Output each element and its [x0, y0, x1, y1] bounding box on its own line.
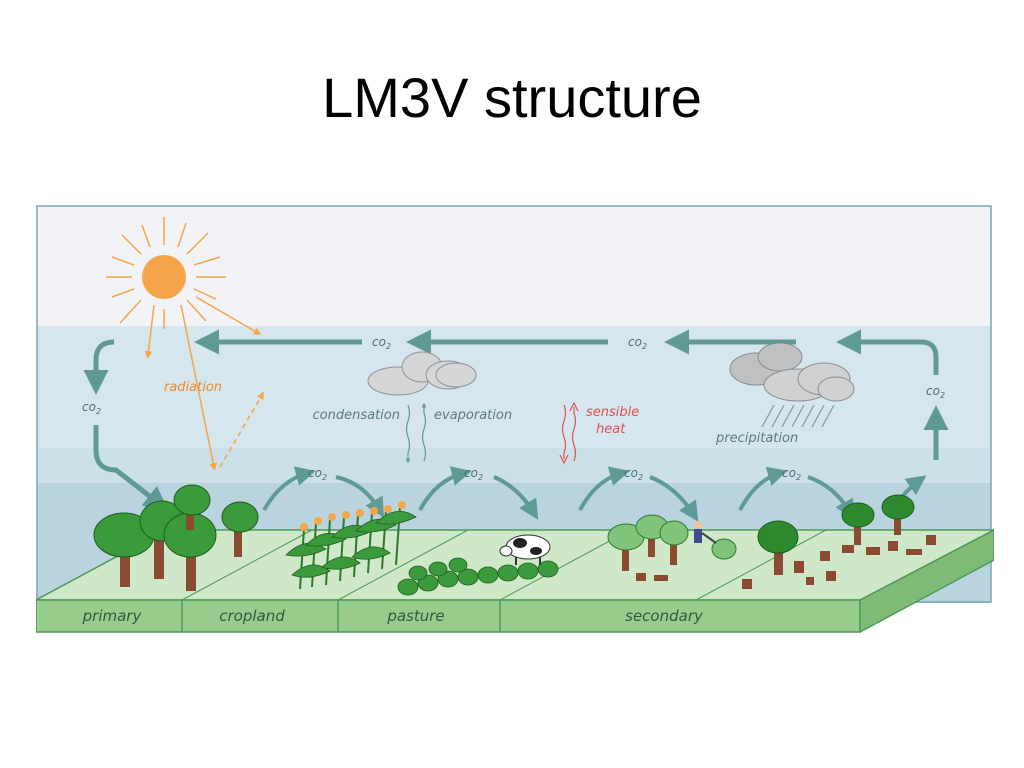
- pasture-grass: [397, 557, 559, 596]
- cloud-icon: [367, 351, 477, 396]
- co2-label: co2: [82, 400, 101, 416]
- sensible-heat-label: heat: [596, 422, 626, 437]
- precipitation-label: precipitation: [715, 431, 798, 446]
- evaporation-label: evaporation: [434, 408, 512, 423]
- radiation-label: radiation: [164, 380, 222, 395]
- sensible-heat-arrows: [559, 401, 579, 465]
- tree-stumps: [636, 535, 936, 589]
- condensation-label: condensation: [313, 408, 400, 423]
- tree-icon: [659, 520, 689, 565]
- lm3v-diagram: primary cropland pasture secondary: [36, 205, 994, 635]
- co2-label: co2: [926, 384, 945, 400]
- primary-forest-trees: [93, 484, 259, 591]
- co2-label: co2: [308, 466, 327, 482]
- tree-icon: [881, 494, 915, 535]
- land-label-cropland: cropland: [219, 607, 285, 625]
- land-label-pasture: pasture: [386, 607, 444, 625]
- co2-label: co2: [782, 466, 801, 482]
- land-type-labels: primary cropland pasture secondary: [82, 607, 704, 625]
- water-vapor-arrows: [405, 402, 427, 464]
- co2-label: co2: [624, 466, 643, 482]
- tree-icon: [93, 512, 155, 587]
- rain-cloud-icon: [729, 342, 855, 428]
- tree-icon: [711, 538, 737, 560]
- co2-label: co2: [628, 335, 647, 351]
- cow-icon: [499, 534, 551, 565]
- woodcutter-icon: [694, 521, 717, 544]
- sun-icon: [106, 217, 262, 359]
- cropland-corn: [285, 501, 417, 590]
- co2-return-loop: [83, 329, 949, 512]
- tree-icon: [173, 484, 211, 530]
- co2-flux-arrows: [262, 466, 927, 522]
- land-label-primary: primary: [82, 607, 143, 625]
- sensible-heat-label: sensible: [586, 405, 639, 420]
- secondary-trees: [607, 494, 915, 575]
- tree-icon: [841, 502, 875, 545]
- co2-labels: co2 co2 co2 co2 co2 co2 co2 co2: [82, 335, 945, 482]
- radiation-arrows: radiation: [164, 304, 264, 471]
- tree-icon: [757, 520, 799, 575]
- co2-label: co2: [464, 466, 483, 482]
- slide-title: LM3V structure: [322, 66, 702, 129]
- co2-label: co2: [372, 335, 391, 351]
- land-label-secondary: secondary: [625, 607, 704, 625]
- tree-icon: [221, 501, 259, 557]
